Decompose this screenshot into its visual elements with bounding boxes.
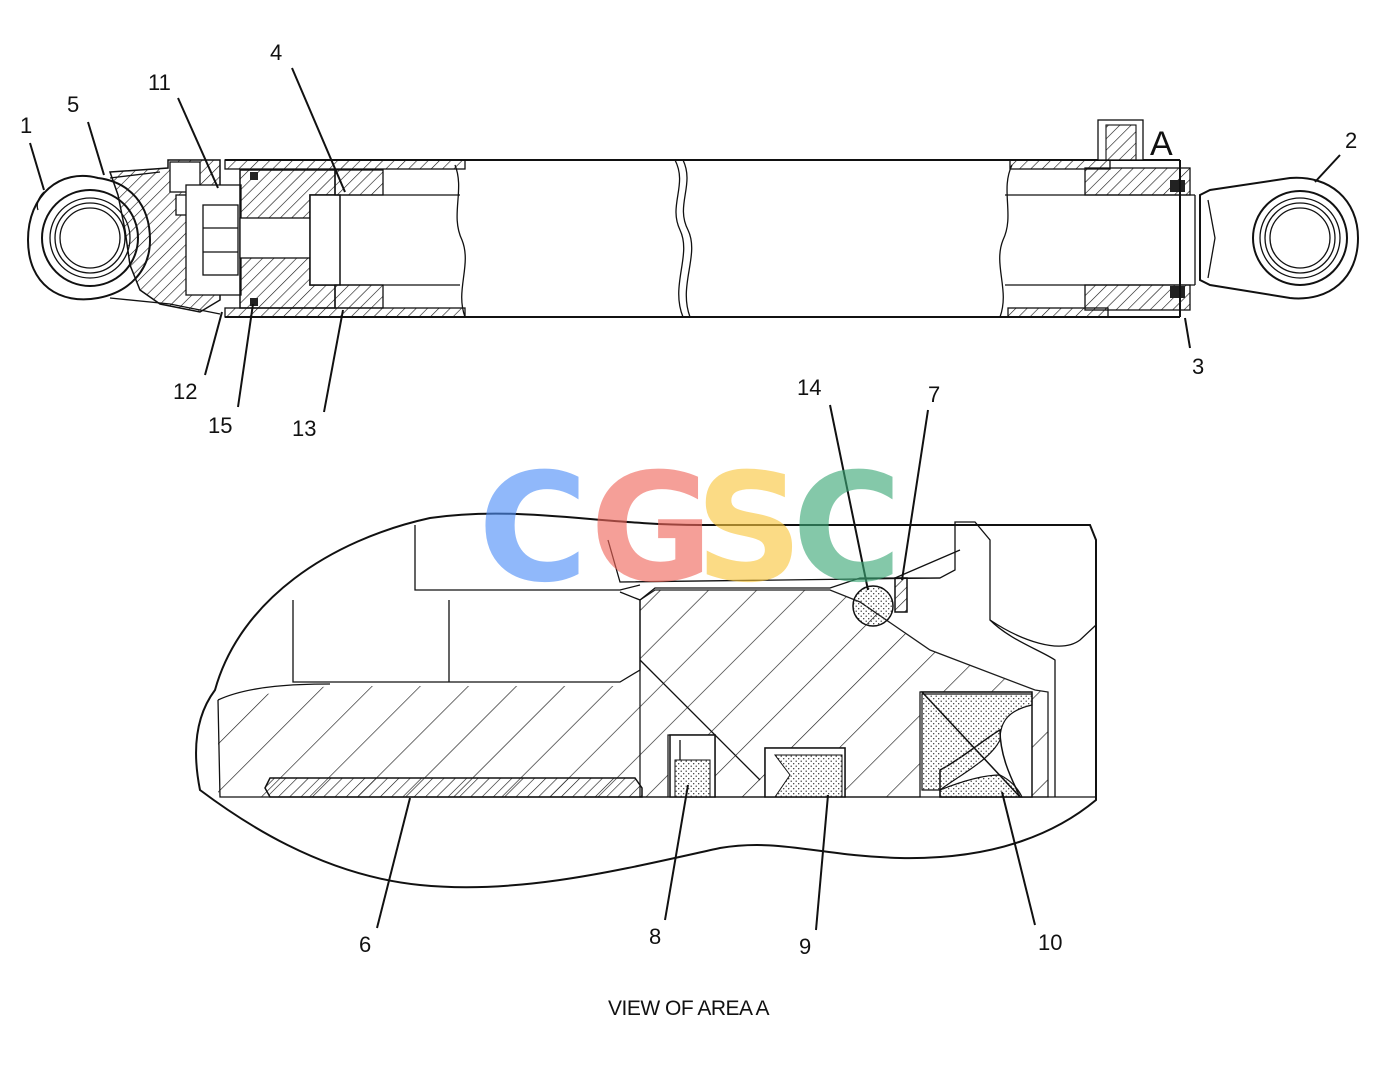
- barrel-wall-bottom: [224, 307, 466, 318]
- callout-9: 9: [799, 934, 811, 959]
- callout-3: 3: [1192, 354, 1204, 379]
- callout-1: 1: [20, 113, 32, 138]
- callout-11: 11: [148, 70, 171, 95]
- wear-band: [264, 777, 643, 798]
- callout-14: 14: [797, 375, 821, 400]
- barrel-wall-top: [224, 159, 466, 170]
- callout-4: 4: [270, 40, 282, 65]
- callout-labels: 1 5 11 4 2 A 3 12 15 13 14 7 6 8 9 10: [20, 40, 1357, 959]
- watermark-letter-1: C: [478, 442, 588, 616]
- callout-10: 10: [1038, 930, 1062, 955]
- backup-ring-7: [894, 577, 908, 613]
- cylinder-assembly: [26, 67, 1360, 413]
- callout-8: 8: [649, 924, 661, 949]
- leader-lines-detail: [376, 404, 1036, 931]
- callout-13: 13: [292, 416, 316, 441]
- leader-lines-top: [29, 67, 1341, 413]
- callout-15: 15: [208, 413, 232, 438]
- watermark-letter-3: S: [695, 442, 803, 616]
- view-caption: VIEW OF AREA A: [608, 997, 770, 1020]
- area-a-marker: A: [1150, 125, 1173, 163]
- o-ring-14: [852, 585, 894, 627]
- piston: [239, 169, 384, 309]
- callout-12: 12: [173, 379, 197, 404]
- right-eye: [1199, 176, 1360, 300]
- watermark-logo: C G S C: [478, 442, 902, 616]
- watermark-letter-2: G: [590, 442, 713, 616]
- callout-6: 6: [359, 932, 371, 957]
- detail-view-area-a: [194, 404, 1097, 931]
- callout-2: 2: [1345, 128, 1357, 153]
- callout-5: 5: [67, 92, 79, 117]
- watermark-letter-4: C: [792, 442, 902, 616]
- detail-outline: [194, 512, 1097, 889]
- rod-gland: [1084, 119, 1196, 317]
- nut-assembly: [169, 161, 242, 296]
- callout-7: 7: [928, 382, 940, 407]
